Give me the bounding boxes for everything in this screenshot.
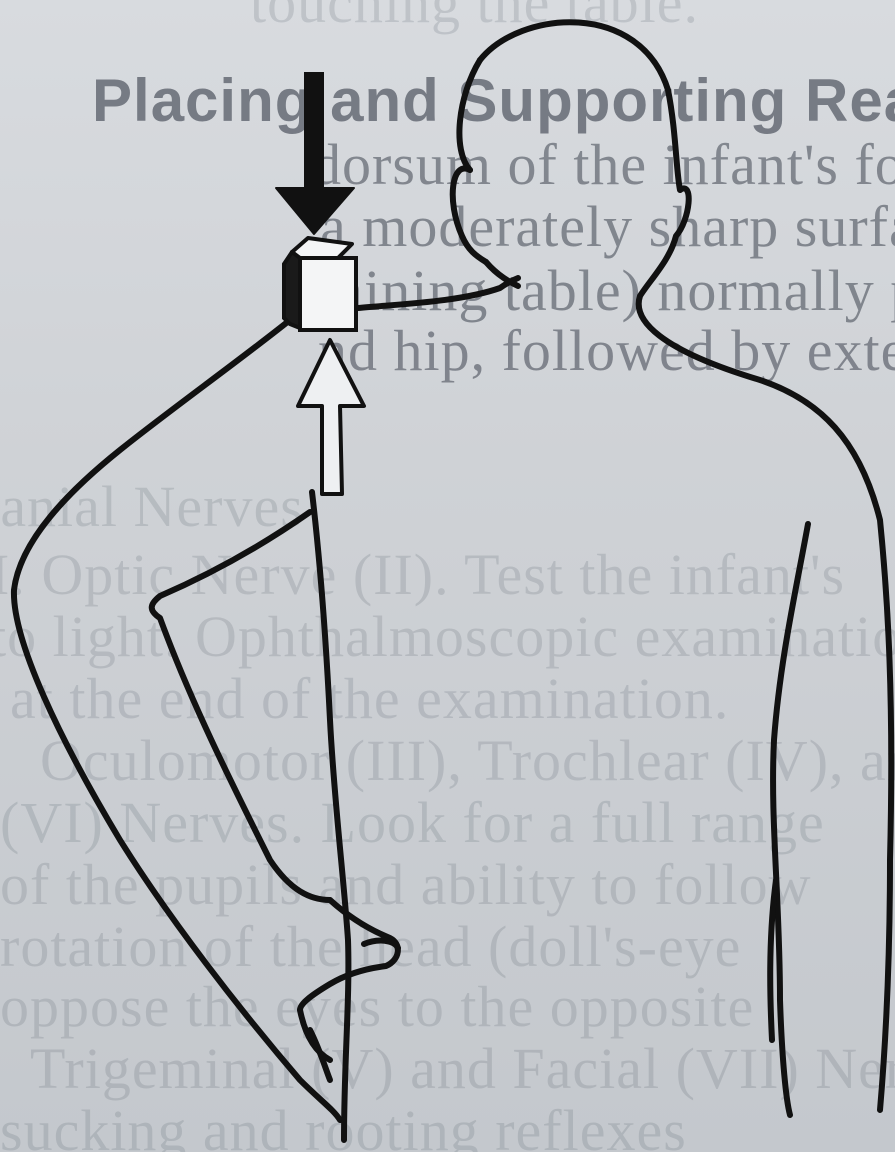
upper-arm-inner bbox=[152, 512, 330, 900]
person-figure bbox=[14, 22, 891, 1140]
block-shadow-face bbox=[284, 250, 300, 328]
block-front-face bbox=[300, 258, 356, 330]
block-top-face bbox=[292, 238, 352, 258]
thumb-nail bbox=[364, 941, 398, 948]
left-ear bbox=[453, 168, 486, 262]
upper-arm-outer bbox=[14, 320, 340, 1120]
down-arrow-icon bbox=[276, 72, 354, 234]
balance-block bbox=[284, 238, 356, 330]
head-outline bbox=[480, 22, 891, 1110]
face-side bbox=[459, 60, 480, 170]
back-contour bbox=[773, 524, 808, 1115]
shoulder-top bbox=[358, 278, 518, 308]
up-arrow-icon bbox=[298, 340, 364, 494]
back-contour-2 bbox=[770, 880, 776, 1040]
